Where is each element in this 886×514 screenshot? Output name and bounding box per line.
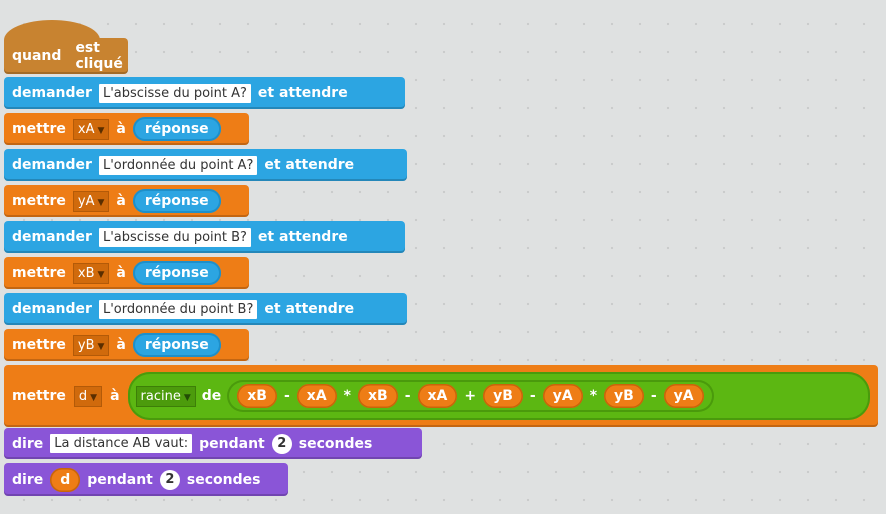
variable-dropdown[interactable]: yA▼ bbox=[72, 190, 110, 212]
variable-dropdown[interactable]: d▼ bbox=[73, 385, 103, 407]
block-label: demander bbox=[12, 85, 92, 101]
block-label: de bbox=[201, 388, 222, 404]
expression-reporter[interactable]: xB-xA*xB-xA+yB-yA*yB-yA bbox=[227, 380, 714, 412]
answer-reporter[interactable]: réponse bbox=[132, 117, 221, 141]
block-label: dire bbox=[12, 471, 44, 488]
block-label: à bbox=[116, 121, 126, 137]
block-label: mettre bbox=[12, 193, 66, 209]
ask-block[interactable]: demander L'ordonnée du point B? et attendr… bbox=[4, 293, 407, 325]
variable-reporter[interactable]: yA bbox=[663, 384, 704, 408]
operator-symbol: + bbox=[464, 388, 477, 404]
block-label: demander bbox=[12, 229, 92, 245]
say-text-input[interactable]: La distance AB vaut: bbox=[50, 434, 193, 453]
set-variable-block[interactable]: mettre xA▼ à réponse bbox=[4, 113, 249, 145]
block-label: secondes bbox=[298, 435, 373, 452]
variable-dropdown[interactable]: yB▼ bbox=[72, 334, 110, 356]
dropdown-arrow-icon: ▼ bbox=[90, 392, 98, 403]
block-label: et attendre bbox=[264, 157, 355, 173]
dropdown-arrow-icon: ▼ bbox=[97, 125, 105, 136]
variable-dropdown[interactable]: xA▼ bbox=[72, 118, 110, 140]
block-label: pendant bbox=[87, 471, 153, 488]
dropdown-value: xB bbox=[77, 265, 95, 281]
ask-block[interactable]: demander L'abscisse du point A? et attendr… bbox=[4, 77, 405, 109]
dropdown-value: xA bbox=[77, 121, 95, 137]
answer-reporter[interactable]: réponse bbox=[132, 189, 221, 213]
dropdown-arrow-icon: ▼ bbox=[183, 392, 191, 403]
function-dropdown[interactable]: racine▼ bbox=[135, 385, 196, 407]
dropdown-value: yB bbox=[77, 337, 95, 353]
operator-symbol: - bbox=[283, 388, 290, 404]
math-function-reporter[interactable]: racine▼ de xB-xA*xB-xA+yB-yA*yB-yA bbox=[127, 372, 870, 420]
variable-reporter[interactable]: yB bbox=[483, 384, 523, 408]
ask-text-input[interactable]: L'abscisse du point A? bbox=[98, 83, 251, 103]
answer-reporter[interactable]: réponse bbox=[132, 333, 221, 357]
variable-reporter[interactable]: yB bbox=[604, 384, 644, 408]
variable-reporter[interactable]: xA bbox=[296, 384, 337, 408]
seconds-input[interactable]: 2 bbox=[159, 469, 180, 490]
when-flag-clicked-block[interactable]: quand est cliqué bbox=[4, 38, 128, 74]
block-label: et attendre bbox=[257, 229, 348, 245]
block-label: et attendre bbox=[264, 301, 355, 317]
dropdown-arrow-icon: ▼ bbox=[97, 197, 105, 208]
variable-reporter[interactable]: xA bbox=[417, 384, 458, 408]
ask-text-input[interactable]: L'ordonnée du point B? bbox=[98, 299, 258, 319]
dropdown-arrow-icon: ▼ bbox=[97, 269, 105, 280]
set-d-block[interactable]: mettre d▼ à racine▼ de xB-xA*xB-xA+yB-yA… bbox=[4, 365, 878, 427]
ask-block[interactable]: demander L'abscisse du point B? et attendr… bbox=[4, 221, 405, 253]
variable-reporter[interactable]: yA bbox=[542, 384, 583, 408]
block-label: dire bbox=[12, 435, 44, 452]
set-variable-block[interactable]: mettre yA▼ à réponse bbox=[4, 185, 249, 217]
operator-symbol: - bbox=[404, 388, 411, 404]
dropdown-arrow-icon: ▼ bbox=[97, 341, 105, 352]
block-label: mettre bbox=[12, 388, 66, 404]
ask-block[interactable]: demander L'ordonnée du point A? et attendr… bbox=[4, 149, 407, 181]
block-label: demander bbox=[12, 157, 92, 173]
block-label: et attendre bbox=[257, 85, 348, 101]
seconds-input[interactable]: 2 bbox=[271, 433, 292, 454]
variable-reporter[interactable]: xB bbox=[358, 384, 398, 408]
operator-symbol: * bbox=[589, 388, 598, 404]
block-label: secondes bbox=[186, 471, 261, 488]
dropdown-value: racine bbox=[140, 388, 181, 404]
set-variable-block[interactable]: mettre yB▼ à réponse bbox=[4, 329, 249, 361]
variable-dropdown[interactable]: xB▼ bbox=[72, 262, 110, 284]
say-for-secs-block[interactable]: dire La distance AB vaut: pendant 2 secondes bbox=[4, 428, 422, 459]
block-label: mettre bbox=[12, 121, 66, 137]
ask-text-input[interactable]: L'abscisse du point B? bbox=[98, 227, 251, 247]
block-label: à bbox=[116, 265, 126, 281]
block-label: pendant bbox=[199, 435, 265, 452]
variable-reporter[interactable]: xB bbox=[237, 384, 277, 408]
variable-reporter[interactable]: d bbox=[50, 467, 81, 492]
answer-reporter[interactable]: réponse bbox=[132, 261, 221, 285]
dropdown-value: d bbox=[78, 388, 88, 404]
block-label: mettre bbox=[12, 265, 66, 281]
block-label: demander bbox=[12, 301, 92, 317]
operator-symbol: * bbox=[343, 388, 351, 404]
hat-label-2: est cliqué bbox=[75, 40, 123, 72]
operator-symbol: - bbox=[650, 388, 657, 404]
hat-label: quand bbox=[12, 48, 62, 64]
block-label: mettre bbox=[12, 337, 66, 353]
set-variable-block[interactable]: mettre xB▼ à réponse bbox=[4, 257, 249, 289]
block-label: à bbox=[116, 337, 126, 353]
block-label: à bbox=[116, 193, 126, 209]
dropdown-value: yA bbox=[77, 193, 95, 209]
ask-text-input[interactable]: L'ordonnée du point A? bbox=[98, 155, 258, 175]
operator-symbol: - bbox=[529, 388, 536, 404]
block-label: à bbox=[110, 388, 120, 404]
